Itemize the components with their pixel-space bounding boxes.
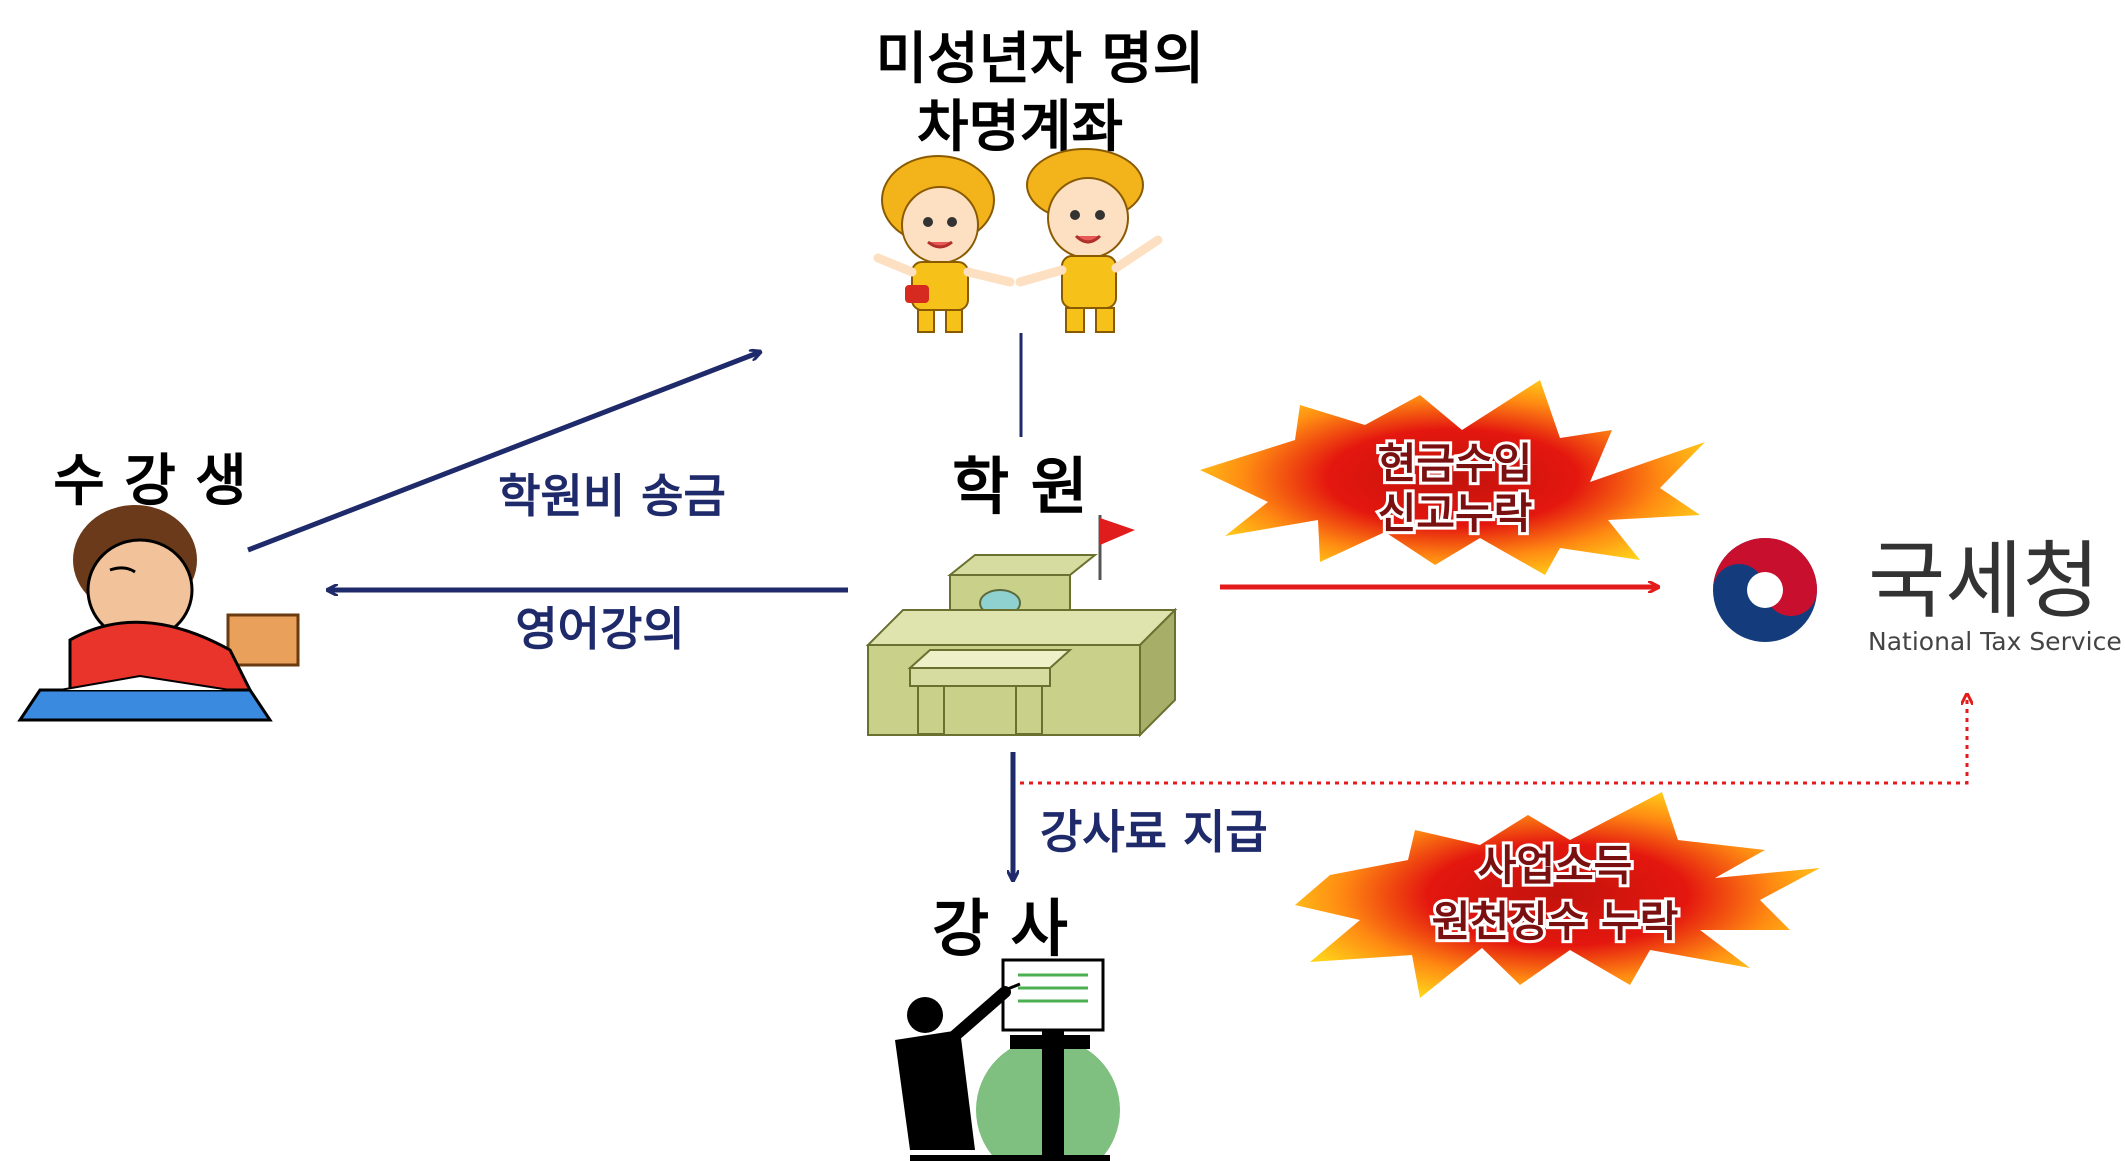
- nts-logo: 국세청 National Tax Service: [1713, 532, 2122, 656]
- cash-income-line2: 신고누락: [1378, 489, 1533, 538]
- academy-label: 학 원: [952, 450, 1088, 523]
- tuition-arrow: [247, 352, 760, 553]
- student-illustration: [17, 505, 300, 722]
- withholding-line2: 원천징수 누락: [1432, 897, 1678, 946]
- nts-emblem-icon: [1713, 538, 1817, 642]
- withholding-warning-burst: 사업소득 원천징수 누락: [1295, 792, 1820, 998]
- cash-income-warning-burst: 현금수입 신고누락: [1200, 380, 1705, 575]
- withholding-line1: 사업소득: [1478, 841, 1633, 890]
- nts-name-en: National Tax Service: [1868, 627, 2122, 656]
- academy-building-illustration: [865, 515, 1178, 738]
- children-illustration: [873, 148, 1163, 333]
- lecture-label: 영어강의: [515, 602, 684, 656]
- instructor-fee-label: 강사료 지급: [1040, 805, 1268, 859]
- instructor-illustration: [895, 958, 1120, 1161]
- student-label: 수 강 생: [53, 449, 247, 514]
- tuition-label: 학원비 송금: [498, 469, 726, 523]
- withholding-dotted-arrow: [1020, 695, 1967, 785]
- cash-income-line1: 현금수입: [1378, 439, 1533, 488]
- minor-account-title-line1: 미성년자 명의: [876, 27, 1205, 92]
- instructor-label: 강 사: [932, 892, 1068, 965]
- nts-name-ko: 국세청: [1868, 532, 2100, 630]
